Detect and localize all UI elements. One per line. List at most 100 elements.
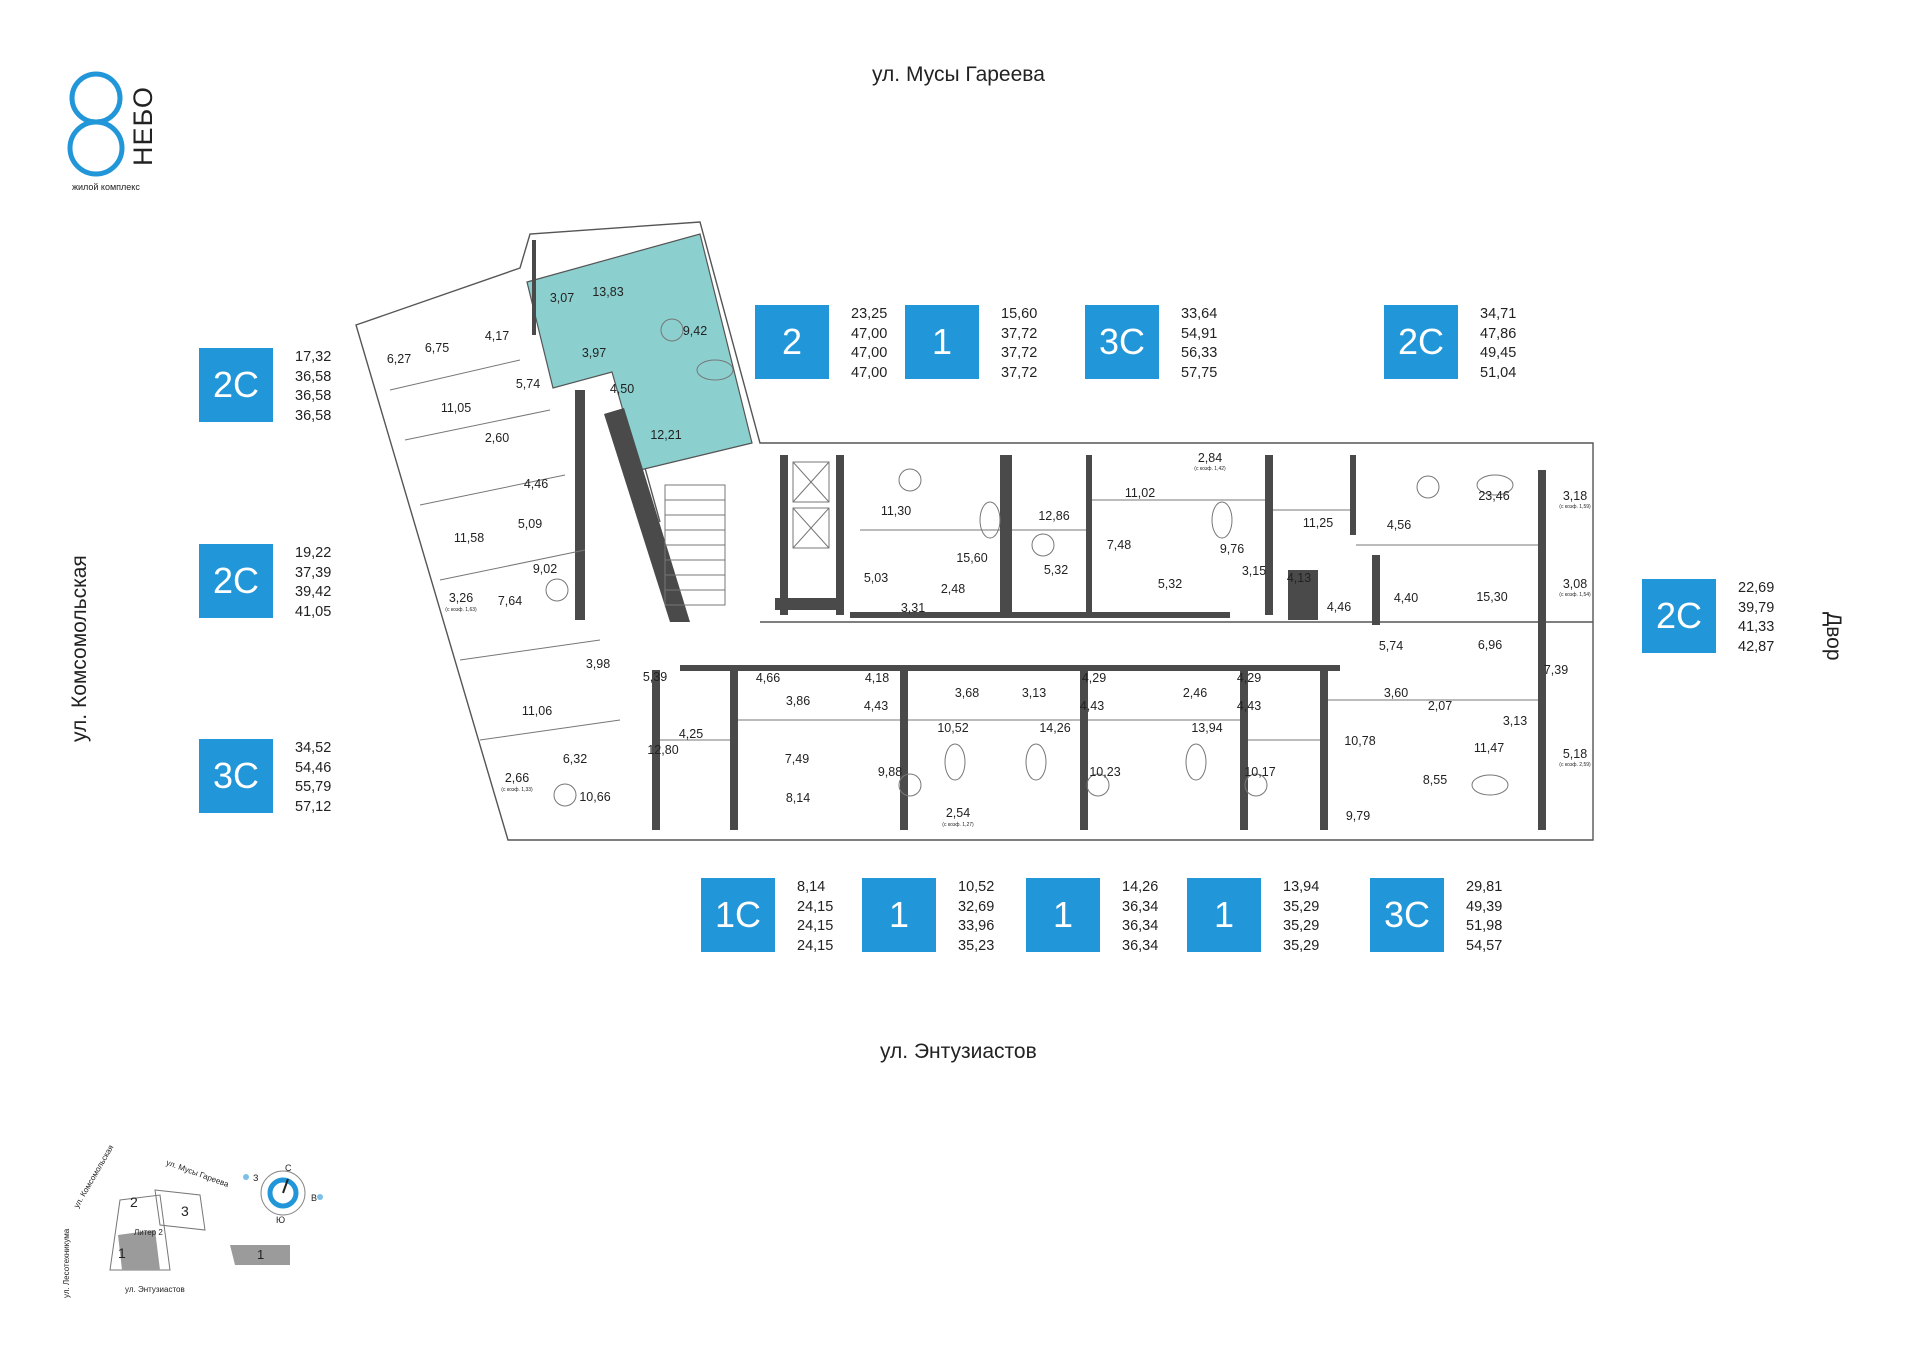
wall-d xyxy=(1086,455,1092,615)
wall-o xyxy=(1320,670,1328,830)
room-area: 4,46 xyxy=(524,477,548,491)
room-area: 13,83 xyxy=(592,285,623,299)
room-area: 3,86 xyxy=(786,694,810,708)
room-area: 3,13 xyxy=(1022,686,1046,700)
coef-note: (с коэф. 1,63) xyxy=(445,607,477,613)
room-area: 9,02 xyxy=(533,562,557,576)
room-area: 3,26 xyxy=(449,591,473,605)
compass: С Ю З В xyxy=(238,1163,328,1225)
site-minimap: ул. Комсомольская ул. Мусы Гареева ул. Л… xyxy=(60,1143,320,1300)
room-area: 4,25 xyxy=(679,727,703,741)
room-area: 7,39 xyxy=(1544,663,1568,677)
core-wall-2 xyxy=(780,455,788,615)
unit-type-badge: 1С xyxy=(701,878,775,952)
coef-note: (с коэф. 1,33) xyxy=(501,787,533,793)
compass-south: Ю xyxy=(276,1215,286,1225)
wall-m xyxy=(1080,670,1088,830)
wall-e xyxy=(1265,455,1273,615)
unit-type-badge: 2С xyxy=(1642,579,1716,653)
room-area: 2,46 xyxy=(1183,686,1207,700)
room-area: 7,48 xyxy=(1107,538,1131,552)
room-area: 3,18 xyxy=(1563,489,1587,503)
room-area: 4,50 xyxy=(610,382,634,396)
room-area: 10,78 xyxy=(1344,734,1375,748)
compass-east: В xyxy=(311,1193,318,1203)
room-area: 4,17 xyxy=(485,329,509,343)
room-area: 3,68 xyxy=(955,686,979,700)
wall-j xyxy=(652,670,660,830)
corridor-wall-s xyxy=(680,665,1340,671)
street-south: ул. Энтузиастов xyxy=(880,1040,1037,1063)
room-area: 7,49 xyxy=(785,752,809,766)
room-area: 6,27 xyxy=(387,352,411,366)
room-area: 4,29 xyxy=(1237,671,1261,685)
unit-type-badge: 1 xyxy=(905,305,979,379)
minimap-building-1-small: 1 xyxy=(257,1247,265,1262)
room-area: 3,98 xyxy=(586,657,610,671)
room-area: 5,18 xyxy=(1563,747,1587,761)
room-area: 10,52 xyxy=(937,721,968,735)
room-area: 4,56 xyxy=(1387,518,1411,532)
unit-type-badge: 3С xyxy=(1370,878,1444,952)
room-area: 12,21 xyxy=(650,428,681,442)
minimap-building-2: 2 xyxy=(130,1194,138,1210)
wall-b xyxy=(1372,555,1380,625)
coef-note: (с коэф. 1,54) xyxy=(1559,592,1591,598)
room-area: 2,60 xyxy=(485,431,509,445)
room-area: 4,29 xyxy=(1082,671,1106,685)
room-area: 14,26 xyxy=(1039,721,1070,735)
room-area: 11,30 xyxy=(881,504,911,518)
room-area: 4,13 xyxy=(1287,571,1311,585)
room-area: 3,08 xyxy=(1563,577,1587,591)
room-area: 8,14 xyxy=(786,791,810,805)
room-area: 5,09 xyxy=(518,517,542,531)
room-area: 11,47 xyxy=(1474,741,1504,755)
room-area: 15,60 xyxy=(956,551,987,565)
room-area: 9,88 xyxy=(878,765,902,779)
minimap-building-3: 3 xyxy=(181,1203,189,1219)
minimap-building-1: 1 xyxy=(118,1245,126,1261)
wall-f xyxy=(1350,455,1356,535)
room-area: 4,18 xyxy=(865,671,889,685)
room-area: 11,05 xyxy=(441,401,471,415)
wall-k xyxy=(730,670,738,830)
unit-type-badge: 2С xyxy=(199,544,273,618)
unit-type-badge: 3С xyxy=(199,739,273,813)
room-area: 5,32 xyxy=(1158,577,1182,591)
room-area: 11,25 xyxy=(1303,516,1333,530)
core-wall-1 xyxy=(604,408,690,622)
room-area: 3,07 xyxy=(550,291,574,305)
room-area: 5,32 xyxy=(1044,563,1068,577)
room-area: 7,64 xyxy=(498,594,522,608)
highlighted-apartment[interactable] xyxy=(526,233,753,471)
wall-h xyxy=(532,240,536,335)
west-wing-outline xyxy=(355,221,1594,841)
wall-l xyxy=(900,670,908,830)
room-area: 10,23 xyxy=(1089,765,1120,779)
minimap-shapes xyxy=(109,1189,290,1271)
room-area: 6,96 xyxy=(1478,638,1502,652)
wall-a xyxy=(1288,570,1318,620)
